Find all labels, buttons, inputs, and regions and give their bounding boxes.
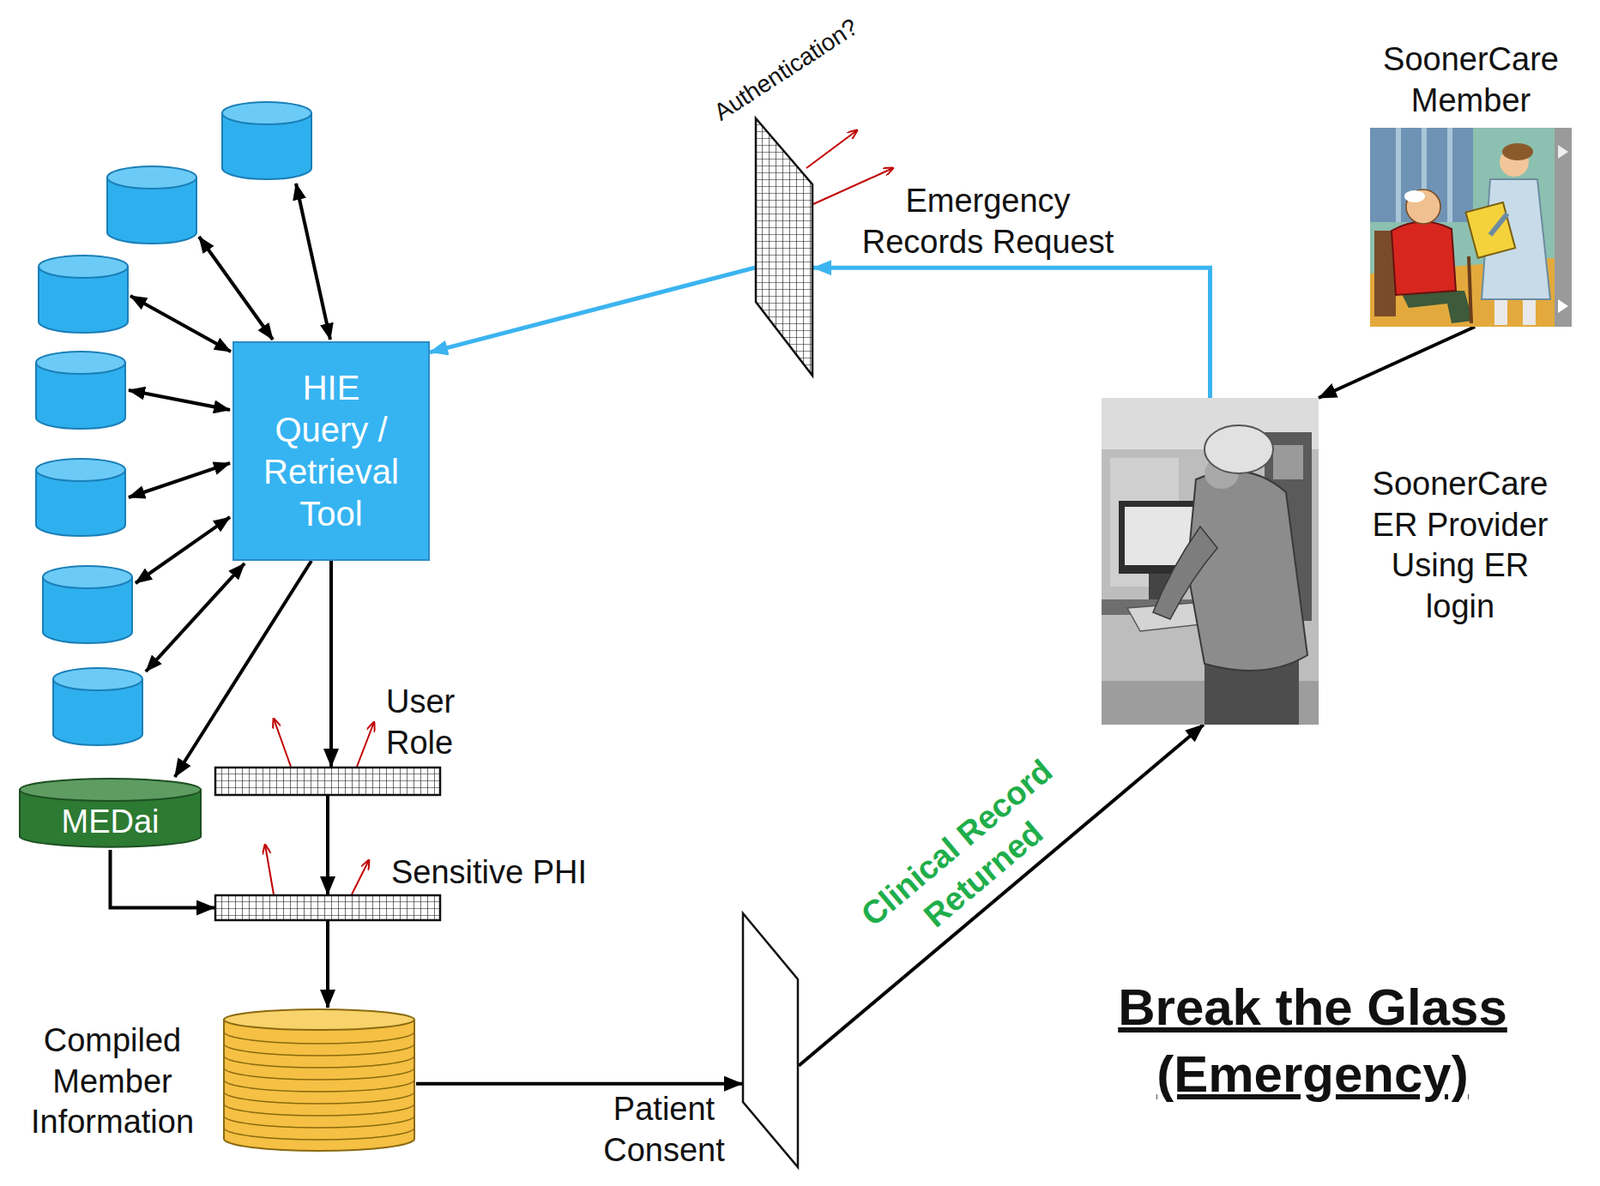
stack-band (223, 1044, 415, 1057)
database-link (128, 390, 230, 411)
database-top (38, 255, 128, 278)
database-link (295, 183, 331, 340)
provider-arm (1153, 526, 1218, 620)
cane (1468, 256, 1472, 324)
connector-arrow (329, 561, 333, 767)
database-label: MEDai (60, 802, 159, 844)
process-label: HIE Query / Retrieval Tool (258, 367, 405, 535)
database-top (107, 166, 197, 189)
database-stack (222, 1008, 417, 1154)
window-bar (1447, 127, 1453, 223)
stack-band (223, 1032, 415, 1045)
consent-filter: Patient Consent (742, 912, 799, 1169)
provider-photo: SoonerCare ER Provider Using ER login (1101, 398, 1319, 725)
rejected-arrow (813, 168, 894, 205)
connector-arrow (175, 561, 312, 778)
rejected-arrow (265, 845, 274, 895)
filter-grid (215, 767, 441, 796)
database-cylinder: MEDai (18, 777, 203, 851)
rejected-arrow (351, 860, 369, 895)
filter-label: Sensitive PHI (391, 852, 587, 894)
rejected-arrow (356, 722, 375, 767)
rejected-arrow (806, 130, 858, 169)
clipboard (1466, 202, 1516, 259)
process-box: HIE Query / Retrieval Tool (232, 341, 430, 562)
actor-label: SoonerCare ER Provider Using ER login (1357, 464, 1564, 628)
stack-band (223, 1092, 415, 1105)
database-top (42, 566, 133, 589)
filter-fill (215, 767, 441, 796)
filter-label: Patient Consent (591, 1089, 737, 1172)
stack-band (223, 1104, 415, 1117)
connector-arrow (813, 267, 1211, 399)
nurse-hair (1502, 143, 1534, 161)
door-window (1273, 445, 1304, 480)
stack-band (223, 1080, 415, 1093)
edge-label: Clinical Record Returned (849, 748, 1093, 972)
stack-band (223, 1128, 415, 1141)
filter-bar: User Role (214, 766, 441, 797)
database-top (36, 458, 126, 482)
database-top (222, 102, 312, 125)
nurse-leg (1494, 297, 1508, 326)
authentication-filter: Authentication? (754, 117, 814, 377)
database-label: Compiled Member Information (9, 1020, 216, 1144)
stack-band (223, 1056, 415, 1069)
filter-bar: Sensitive PHI (214, 894, 441, 922)
filter-bar (214, 766, 441, 797)
strip-icon (1557, 299, 1569, 314)
filter-plane (754, 117, 814, 377)
connector-arrow (1318, 326, 1475, 399)
scrub-cap (1204, 425, 1274, 474)
stack-top (223, 1009, 415, 1031)
er-photo (1101, 398, 1319, 725)
connector-arrow (326, 796, 330, 895)
consent-plane-outline (742, 913, 798, 1168)
cylinder-top (19, 778, 201, 802)
patient-shirt (1391, 221, 1456, 296)
database-link (130, 295, 231, 352)
database-link (128, 463, 230, 498)
filter-grid (755, 118, 813, 376)
filter-fill (215, 895, 441, 921)
stack-band (223, 1068, 415, 1081)
photo-background (1101, 398, 1319, 725)
rejected-arrow (273, 718, 291, 767)
connector-arrow (416, 1082, 743, 1087)
stack-band (223, 1116, 415, 1129)
filter-bar (214, 894, 441, 922)
strip-icon (1557, 144, 1569, 159)
nurse-leg (1522, 297, 1536, 326)
filter-grid (215, 895, 441, 921)
filter-fill (755, 118, 813, 376)
member-clipart (1370, 127, 1572, 327)
database-link (135, 517, 230, 584)
connector-arrow (326, 921, 330, 1009)
database-link (145, 563, 245, 672)
connector-arrow (429, 267, 755, 353)
stack-body (223, 1020, 415, 1152)
patient-legs (1400, 290, 1474, 324)
database-stack: Compiled Member Information (222, 1008, 417, 1154)
diagram-title: Break the Glass (Emergency) (1076, 974, 1549, 1109)
member-illustration: SoonerCare Member (1370, 127, 1572, 327)
filter-label: User Role (386, 682, 472, 764)
filter-label: Authentication? (708, 12, 864, 127)
database-top (53, 668, 143, 691)
edge-label: Emergency Records Request (851, 181, 1126, 263)
connector-arrow (110, 850, 216, 909)
database-top (36, 351, 126, 375)
window-bar (1395, 127, 1401, 223)
patient-hair (1404, 190, 1425, 203)
database-link (199, 236, 273, 340)
consent-plane (742, 912, 799, 1169)
clipart-background (1370, 127, 1572, 327)
provider-back (1187, 470, 1308, 671)
nurse-arm (1490, 213, 1508, 236)
actor-label: SoonerCare Member (1370, 39, 1572, 121)
side-strip (1554, 127, 1572, 327)
